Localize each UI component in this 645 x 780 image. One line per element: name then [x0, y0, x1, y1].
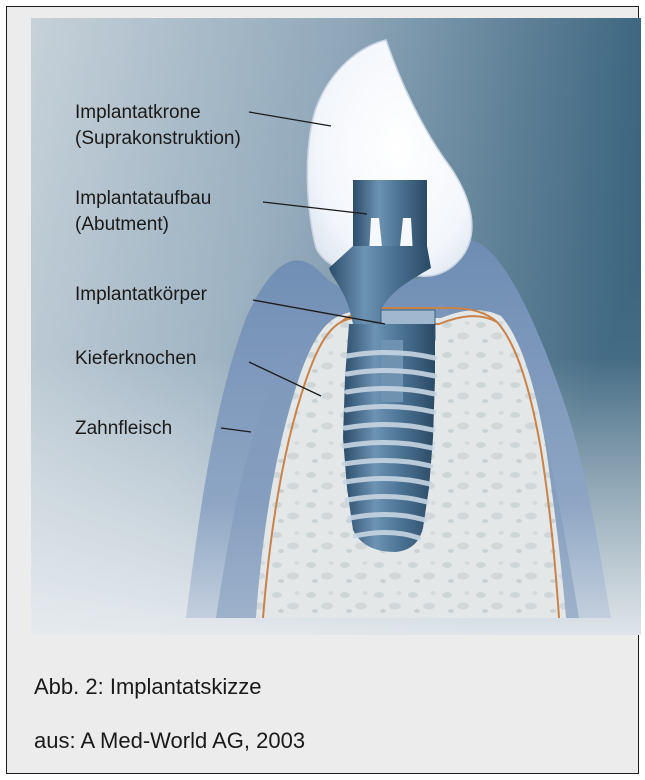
figure-frame: Implantatkrone (Suprakonstruktion) Impla… — [6, 6, 639, 774]
implant-diagram: Implantatkrone (Suprakonstruktion) Impla… — [31, 18, 641, 635]
implant-body — [343, 324, 435, 552]
label-gum: Zahnfleisch — [75, 418, 172, 439]
label-jaw-bone: Kieferknochen — [75, 348, 196, 369]
label-implant-body: Implantatkörper — [75, 284, 208, 305]
figure-source: aus: A Med-World AG, 2003 — [34, 728, 305, 754]
figure-caption: Abb. 2: Implantatskizze — [34, 674, 261, 700]
